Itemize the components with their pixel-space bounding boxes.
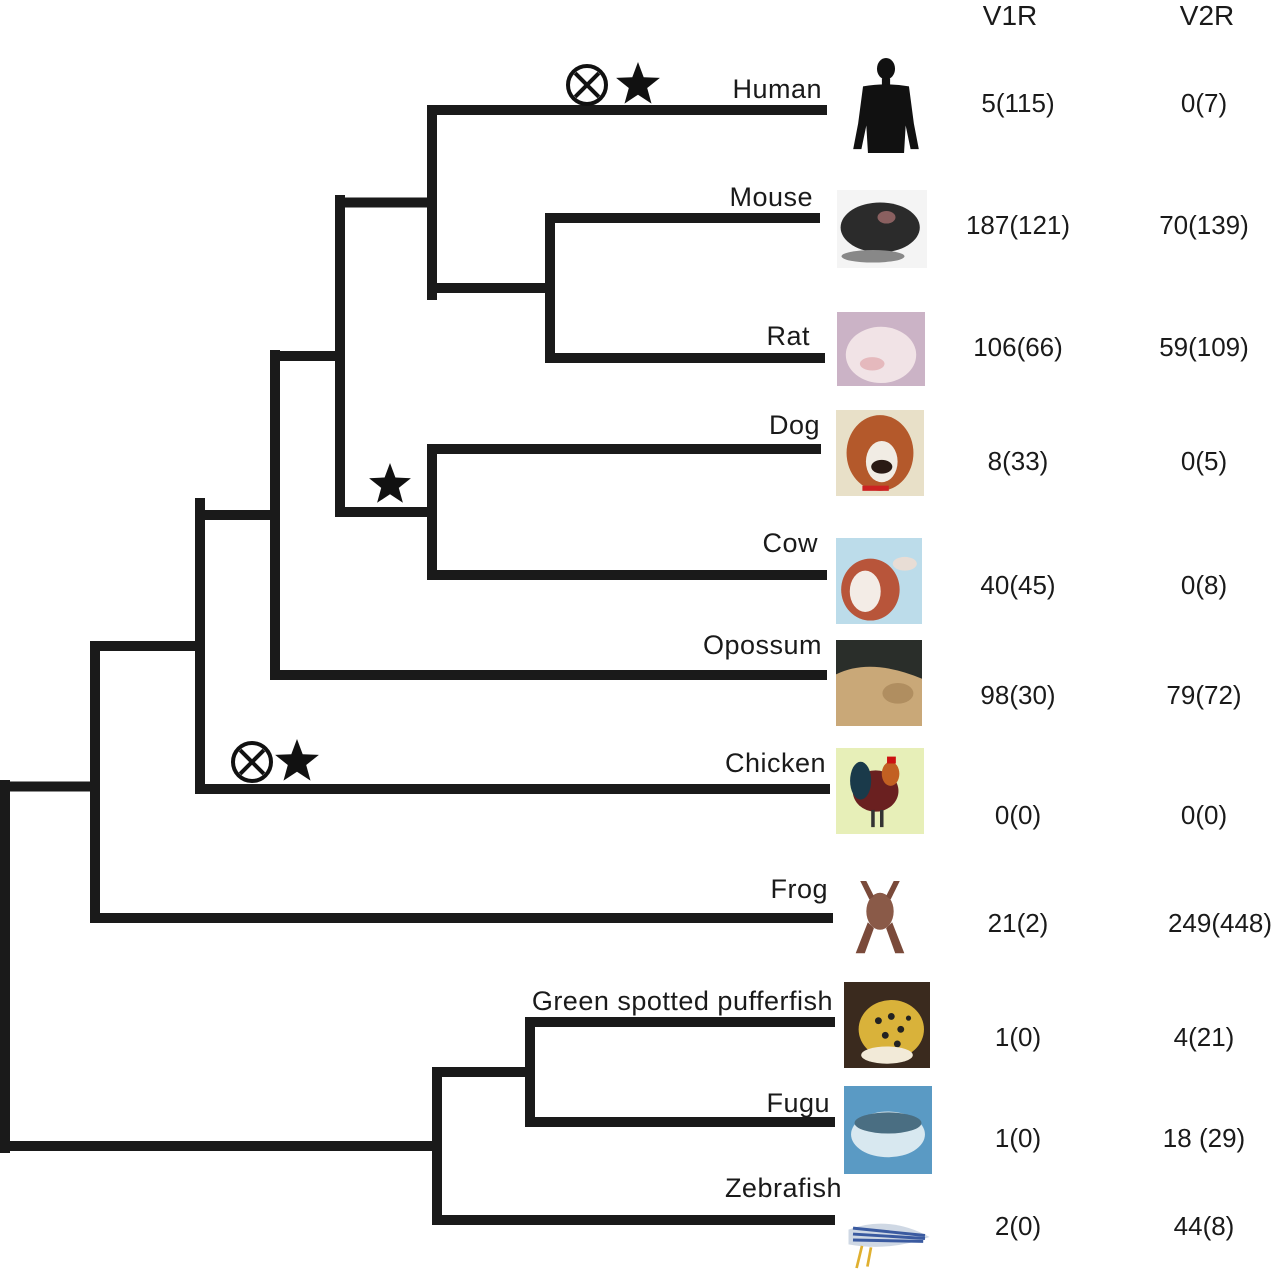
- pufferfish-photo-icon: [844, 982, 930, 1068]
- v1r-count: 106(66): [973, 334, 1063, 360]
- species-label: Chicken: [725, 750, 826, 777]
- v1r-count: 0(0): [995, 802, 1041, 828]
- v1r-count: 21(2): [988, 910, 1049, 936]
- species-label: Human: [732, 76, 822, 103]
- cow-photo-icon: [836, 538, 922, 624]
- star-icon: [275, 739, 319, 781]
- species-label: Green spotted pufferfish: [532, 988, 833, 1015]
- v2r-count: 249(448): [1168, 910, 1272, 936]
- star-icon: [369, 463, 411, 503]
- species-label: Dog: [769, 412, 820, 439]
- v2r-count: 4(21): [1174, 1024, 1235, 1050]
- species-label: Zebrafish: [725, 1175, 842, 1202]
- v2r-count: 44(8): [1174, 1213, 1235, 1239]
- human-silhouette-icon: [845, 55, 927, 153]
- species-label: Opossum: [703, 632, 822, 659]
- circled-x-icon: [233, 743, 271, 781]
- chicken-photo-icon: [836, 748, 924, 834]
- v1r-column-header: V1R: [983, 2, 1037, 30]
- opossum-photo-icon: [836, 640, 922, 726]
- v2r-count: 0(7): [1181, 90, 1227, 116]
- v1r-count: 1(0): [995, 1125, 1041, 1151]
- v2r-count: 0(0): [1181, 802, 1227, 828]
- v1r-count: 5(115): [981, 90, 1054, 116]
- species-label: Rat: [766, 323, 810, 350]
- dog-photo-icon: [836, 410, 924, 496]
- species-label: Mouse: [729, 184, 813, 211]
- zebrafish-photo-icon: [844, 1200, 934, 1274]
- species-label: Frog: [770, 876, 828, 903]
- species-label: Cow: [762, 530, 818, 557]
- rat-photo-icon: [837, 312, 925, 386]
- v1r-count: 98(30): [980, 682, 1055, 708]
- v1r-count: 187(121): [966, 212, 1070, 238]
- fugu-photo-icon: [844, 1086, 932, 1174]
- v2r-count: 70(139): [1159, 212, 1249, 238]
- v1r-count: 8(33): [988, 448, 1049, 474]
- circled-x-icon: [568, 66, 606, 104]
- v1r-count: 2(0): [995, 1213, 1041, 1239]
- star-icon: [616, 62, 660, 104]
- v2r-count: 59(109): [1159, 334, 1249, 360]
- v2r-count: 0(8): [1181, 572, 1227, 598]
- species-label: Fugu: [766, 1090, 830, 1117]
- v1r-count: 40(45): [980, 572, 1055, 598]
- v1r-count: 1(0): [995, 1024, 1041, 1050]
- v2r-column-header: V2R: [1180, 2, 1234, 30]
- v2r-count: 0(5): [1181, 448, 1227, 474]
- frog-photo-icon: [842, 876, 918, 960]
- mouse-photo-icon: [837, 190, 927, 268]
- v2r-count: 79(72): [1166, 682, 1241, 708]
- v2r-count: 18 (29): [1163, 1125, 1245, 1151]
